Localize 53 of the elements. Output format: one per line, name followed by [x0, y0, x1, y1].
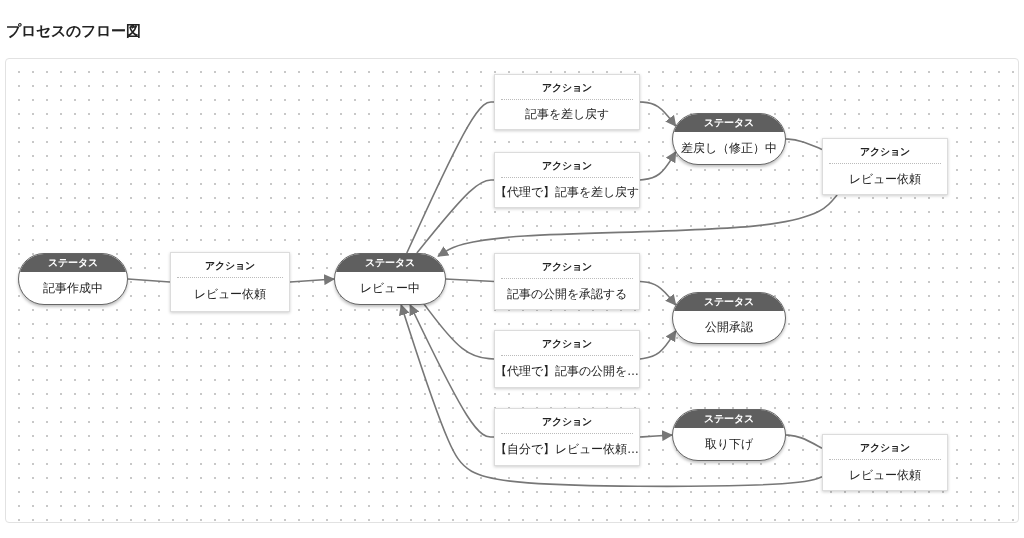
- action-label: レビュー依頼: [849, 170, 921, 188]
- arrow: [639, 280, 677, 306]
- action-header: アクション: [205, 259, 255, 273]
- action-card: [494, 253, 640, 310]
- status-header: ステータス: [673, 114, 785, 132]
- connector-line: [127, 278, 171, 283]
- arrow: [437, 194, 838, 257]
- action-header: アクション: [860, 145, 910, 159]
- status-header: ステータス: [673, 293, 785, 311]
- status-label: 差戻し（修正）中: [681, 139, 777, 157]
- arrow: [409, 304, 495, 438]
- connector-line: [416, 179, 495, 254]
- action-card: [494, 330, 640, 388]
- status-pill: [672, 409, 786, 461]
- status-pill: [672, 292, 786, 344]
- status-label: 取り下げ: [705, 435, 753, 453]
- action-card: [822, 434, 948, 491]
- action-label: レビュー依頼: [194, 286, 266, 303]
- connector-line: [406, 101, 495, 254]
- arrow: [639, 101, 677, 127]
- connector-line: [422, 302, 495, 360]
- action-label: 【代理で】記事を差し戻す: [495, 184, 639, 201]
- action-header: アクション: [542, 415, 592, 429]
- action-label: 記事の公開を承認する: [507, 285, 627, 303]
- status-label: 公開承認: [705, 318, 753, 336]
- arrow: [639, 151, 677, 181]
- action-header: アクション: [860, 441, 910, 455]
- action-header: アクション: [542, 81, 592, 95]
- action-header: アクション: [542, 260, 592, 274]
- action-card: [822, 138, 948, 195]
- arrow: [289, 274, 336, 286]
- diagram-title: プロセスのフロー図: [6, 22, 141, 41]
- action-label: 【代理で】記事の公開を…: [495, 363, 639, 380]
- action-header: アクション: [542, 159, 592, 173]
- action-label: 記事を差し戻す: [525, 106, 609, 123]
- action-card: [170, 252, 290, 312]
- status-pill: [672, 113, 786, 165]
- connector-line: [445, 278, 495, 283]
- action-header: アクション: [542, 337, 592, 351]
- arrow: [639, 330, 677, 360]
- action-card: [494, 74, 640, 130]
- action-card: [494, 408, 640, 466]
- status-label: 記事作成中: [43, 279, 103, 297]
- arrow: [639, 430, 674, 442]
- action-card: [494, 152, 640, 208]
- action-label: 【自分で】レビュー依頼…: [495, 441, 639, 458]
- status-label: レビュー中: [360, 279, 420, 297]
- connector-line: [785, 434, 823, 450]
- connector-line: [785, 138, 823, 151]
- action-label: レビュー依頼: [849, 466, 921, 484]
- status-pill: [334, 253, 446, 305]
- arrow: [399, 303, 823, 488]
- status-pill: [18, 253, 128, 305]
